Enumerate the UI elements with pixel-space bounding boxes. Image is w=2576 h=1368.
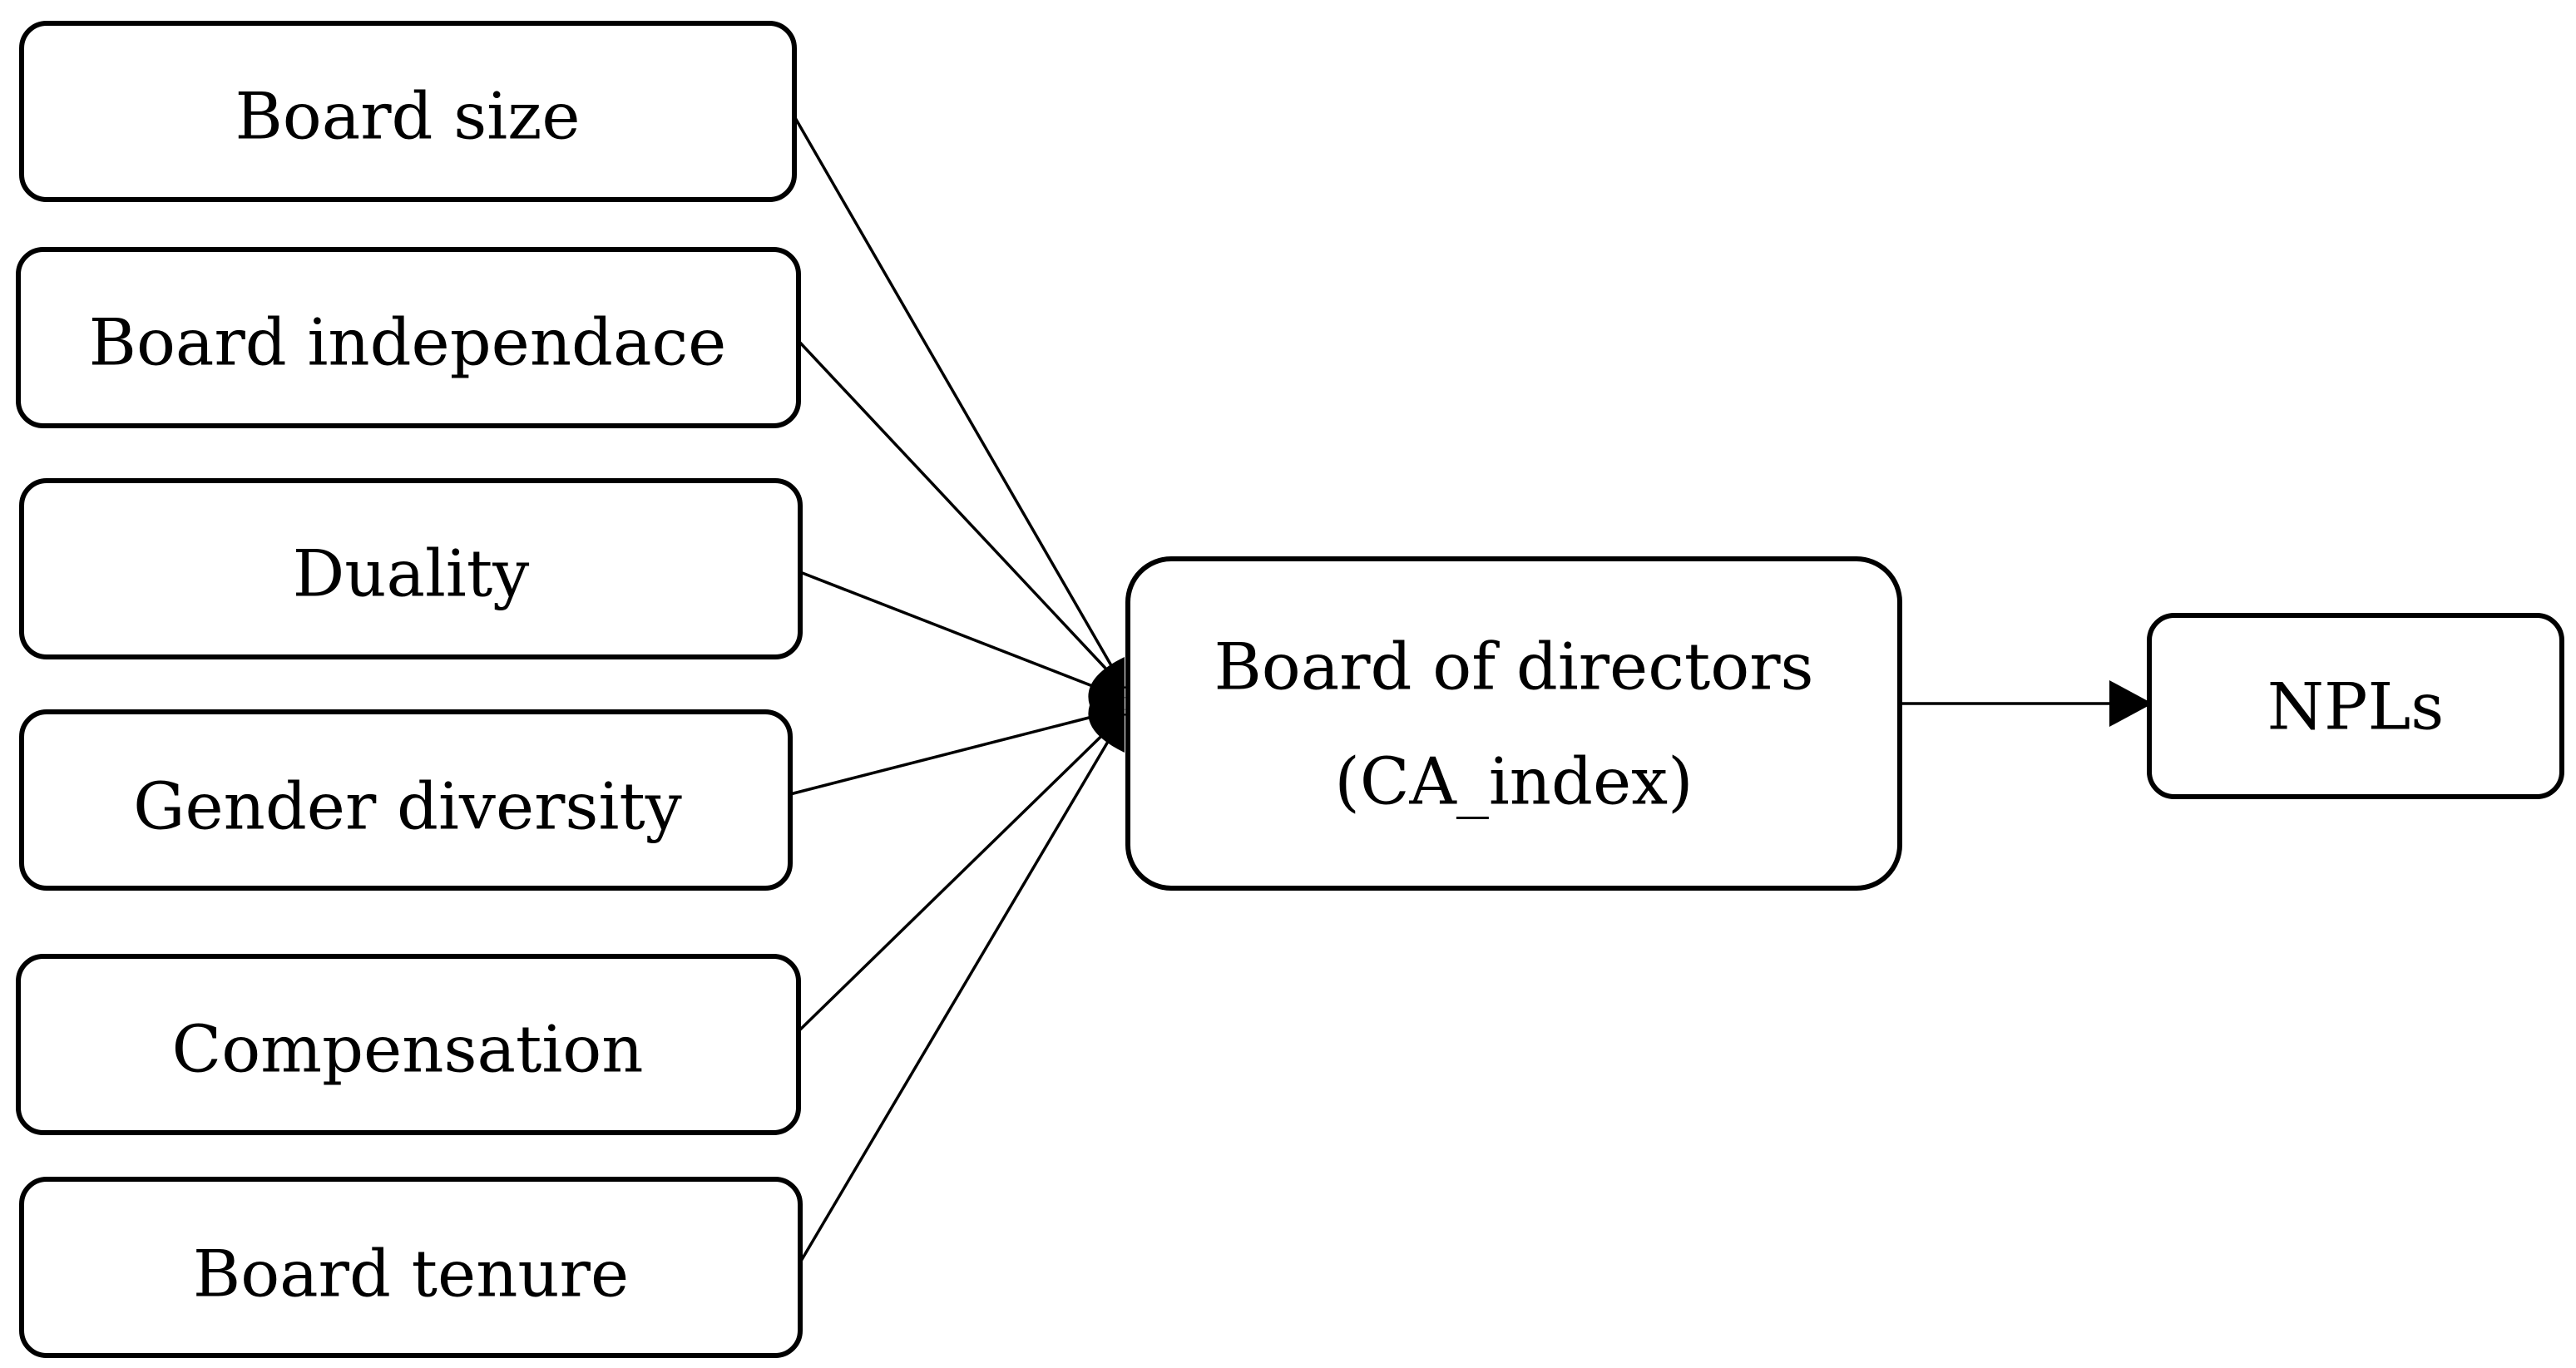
central-label-line2: (CA_index): [1334, 745, 1693, 820]
arrow-board-to-npls: [1900, 680, 2153, 727]
input-box-gender-diversity: Gender diversity: [19, 709, 793, 891]
input-label: Board size: [235, 80, 580, 155]
edge-duality: [799, 570, 1125, 700]
connector-group: [789, 116, 1126, 1263]
input-label: Gender diversity: [133, 770, 682, 845]
input-box-compensation: Compensation: [16, 954, 801, 1135]
input-label: Board independace: [89, 306, 727, 381]
output-label: NPLs: [2267, 670, 2445, 745]
edge-board-size: [793, 116, 1126, 689]
arrowhead-icon: [2109, 680, 2153, 727]
input-box-board-tenure: Board tenure: [19, 1177, 803, 1358]
input-label: Duality: [293, 537, 530, 612]
input-box-duality: Duality: [19, 478, 803, 659]
edge-board-independence: [797, 339, 1126, 690]
output-box-npls: NPLs: [2147, 613, 2564, 799]
input-label: Board tenure: [193, 1237, 629, 1312]
input-label: Compensation: [172, 1013, 644, 1088]
input-box-board-size: Board size: [19, 21, 797, 202]
convergence-marker: [1088, 657, 1125, 753]
input-box-board-independence: Board independace: [16, 247, 801, 428]
central-box-board-of-directors: Board of directors (CA_index): [1125, 556, 1902, 891]
edge-gender-diversity: [789, 707, 1125, 796]
central-label-line1: Board of directors: [1214, 630, 1813, 705]
edge-board-tenure: [799, 713, 1126, 1263]
edge-compensation: [797, 712, 1126, 1033]
